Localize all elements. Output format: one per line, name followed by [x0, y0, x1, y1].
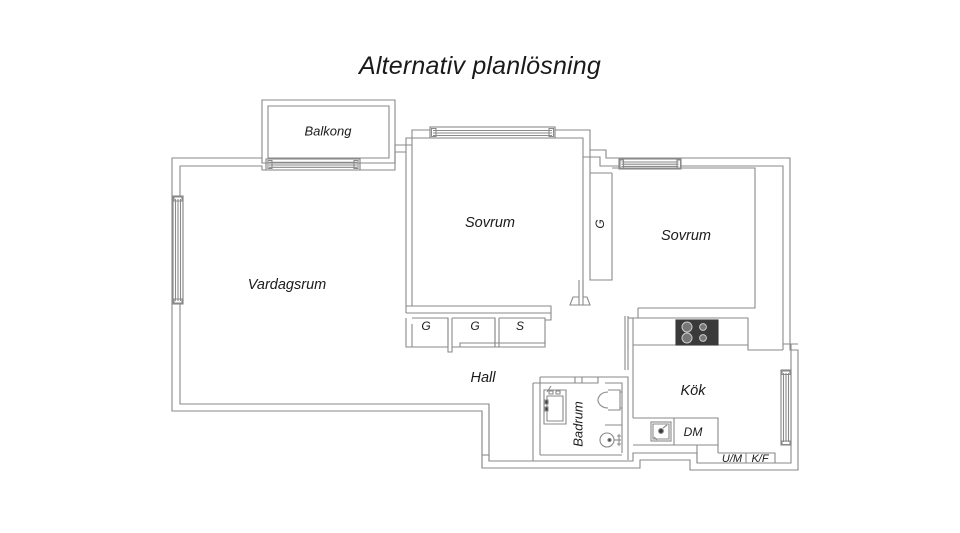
wall-step-right-lower: [782, 343, 798, 350]
diskho-kitchen-sink: [650, 421, 672, 442]
fonster_balkong-window: [265, 158, 361, 171]
fonster_vardagsrum-window: [172, 195, 184, 305]
toalett-toilet: [597, 389, 622, 411]
closet-label-garderob-mitt: G: [593, 219, 607, 229]
spis-stove-cooktop: [675, 319, 719, 346]
apartment-outer-wall: [171, 129, 799, 471]
wall-vardagsrum-sovrum1: [405, 145, 413, 314]
fonster_kok-window: [780, 369, 792, 446]
room-label-balkong: Balkong: [304, 123, 352, 139]
room-label-badrum: Badrum: [570, 401, 586, 447]
wall-hall-badrum: [532, 376, 583, 461]
kitchen-wall-accent: [624, 316, 629, 370]
appliance-label-tvatt-tork: U/M: [721, 453, 743, 465]
room-label-sovrum-1: Sovrum: [465, 215, 515, 231]
room-label-hall: Hall: [470, 370, 496, 386]
room-outline-badrum: [533, 376, 629, 462]
closet-label-stad: S: [515, 319, 525, 333]
closet-label-garderob-1: G: [421, 319, 431, 333]
appliance-label-diskmaskin: DM: [683, 425, 703, 439]
room-outline-kok: [627, 317, 783, 463]
room-label-kok: Kök: [680, 383, 706, 399]
appliance-label-kyl-frys: K/F: [751, 453, 769, 465]
page-title: Alternativ planlösning: [358, 52, 602, 80]
room-label-sovrum-2: Sovrum: [661, 228, 711, 244]
closet-label-garderob-2: G: [470, 319, 480, 333]
wall-hall-left: [481, 404, 490, 468]
room-outline-sovrum2: [612, 167, 756, 318]
room-label-vardagsrum: Vardagsrum: [247, 277, 327, 293]
closet-row: [405, 305, 552, 353]
handfat-bathroom-sink: [599, 424, 622, 448]
fonster_sovrum_1-window: [429, 126, 556, 139]
element-radiator: [569, 280, 591, 306]
tvattmaskin-washing-machine: [543, 385, 567, 425]
